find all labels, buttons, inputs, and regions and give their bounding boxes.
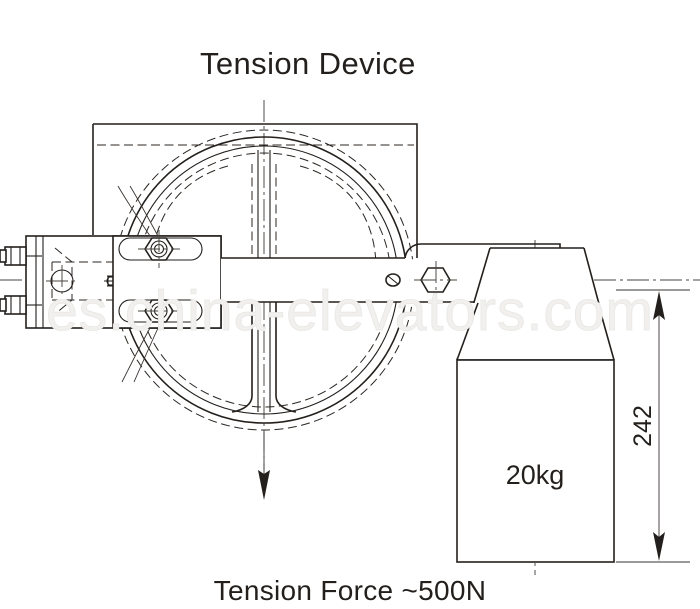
dimension-242: 242 [616, 289, 690, 563]
hex-nut-upper [138, 230, 180, 268]
hex-nut-lower [138, 292, 180, 330]
leader-lines [117, 185, 159, 383]
page-title: Tension Device [200, 46, 416, 81]
weight-label: 20kg [506, 460, 565, 490]
watermark: es.china-elevators.com [46, 279, 654, 343]
caption-tension-force: Tension Force ~500N [214, 575, 487, 606]
dimension-value-242: 242 [629, 405, 657, 447]
lever-arm [221, 243, 561, 303]
arm-bolt-small [385, 273, 401, 287]
weight-block: 20kg [456, 247, 615, 563]
bolt-plate-upper [112, 230, 222, 330]
tension-force-arrow [258, 432, 270, 500]
bolt-upper-left [0, 246, 42, 266]
mounting-bracket-plate [92, 123, 418, 258]
pivot-bolt [414, 261, 457, 299]
bolt-lower-left [0, 295, 42, 315]
